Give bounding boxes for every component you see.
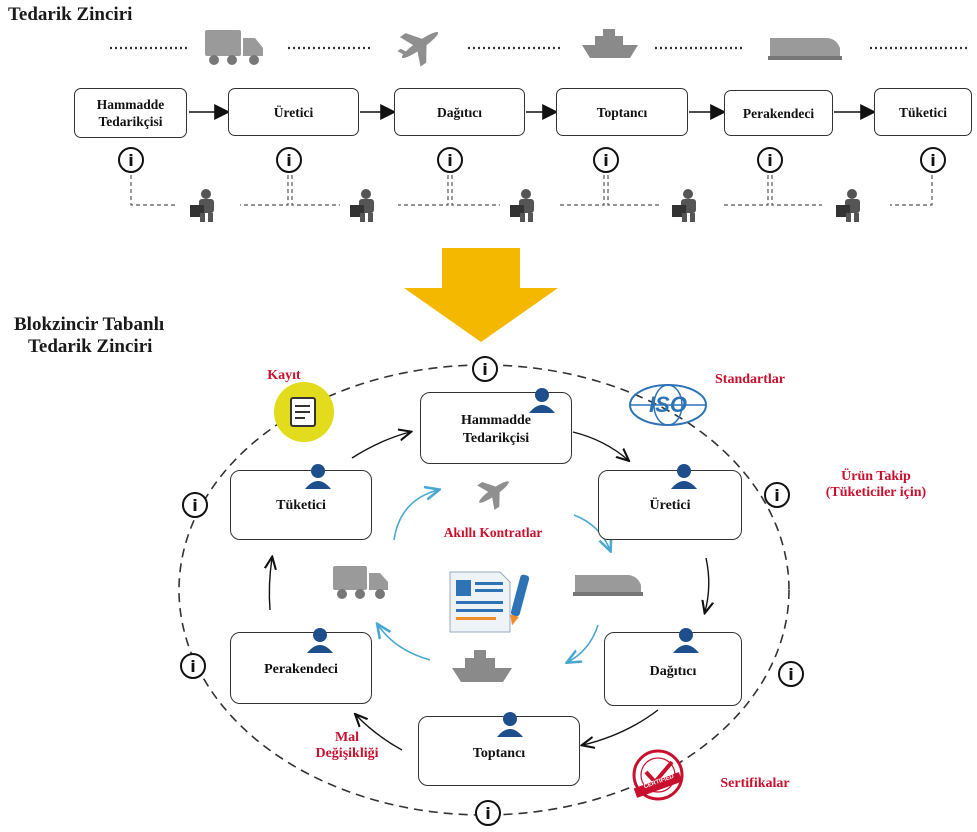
top-node-perakendeci: Perakendeci — [724, 90, 833, 136]
center-truck-icon — [333, 566, 388, 599]
node-label: Toptancı — [472, 746, 526, 761]
top-node-tuketici: Tüketici — [874, 88, 972, 136]
info-icon[interactable]: i — [475, 800, 501, 826]
center-train-icon — [573, 575, 643, 596]
node-dagitici: Dağıtıcı — [604, 628, 742, 706]
info-icon[interactable]: i — [920, 147, 946, 173]
user-icon — [671, 464, 697, 489]
info-icon[interactable]: i — [182, 492, 208, 518]
top-title: Tedarik Zinciri — [8, 4, 133, 25]
ship-icon — [582, 29, 638, 58]
transition-arrow — [404, 248, 558, 342]
blockchain-ring — [178, 364, 790, 816]
info-icon[interactable]: i — [118, 147, 144, 173]
center-airplane-icon — [477, 481, 509, 511]
bottom-title-line2: Tedarik Zinciri — [28, 336, 153, 357]
mal-line2: Değişikliği — [315, 746, 379, 761]
mal-line1: Mal — [334, 730, 360, 745]
warehouse-worker-icons — [190, 189, 860, 222]
airplane-icon — [397, 31, 439, 67]
urun-takip-line2: (Tüketiciler için) — [825, 485, 927, 500]
node-label: Perakendeci — [264, 662, 338, 677]
node-uretici: Üretici — [598, 464, 742, 540]
info-icon[interactable]: i — [757, 147, 783, 173]
node-tuketici: Tüketici — [230, 464, 372, 540]
urun-takip-label: Ürün Takip (Tüketiciler için) — [796, 469, 956, 501]
node-label: Hammadde Tedarikçisi — [461, 413, 531, 446]
center-ship-icon — [452, 650, 512, 682]
registry-icon — [274, 382, 334, 442]
standartlar-label: Standartlar — [715, 372, 785, 387]
certified-stamp-icon — [632, 749, 684, 801]
iso-icon — [629, 384, 707, 426]
user-icon — [307, 628, 333, 653]
user-icon — [673, 628, 699, 653]
kayit-label: Kayıt — [267, 368, 301, 383]
node-label: Üretici — [649, 498, 691, 513]
smart-contract-icon — [449, 571, 530, 633]
node-hammadde: Hammadde Tedarikçisi — [420, 388, 572, 464]
info-icon[interactable]: i — [778, 661, 804, 687]
bottom-dashed-connectors — [130, 175, 933, 206]
cycle-arrows — [269, 432, 708, 751]
smart-contract-cycle — [378, 490, 610, 662]
info-icon[interactable]: i — [764, 482, 790, 508]
train-icon — [768, 38, 842, 60]
bottom-title-line1: Blokzincir Tabanlı — [14, 314, 165, 335]
smart-contracts-label: Akıllı Kontratlar — [443, 525, 543, 540]
user-icon — [497, 712, 523, 737]
top-node-hammadde: Hammadde Tedarikçisi — [74, 88, 187, 138]
iso-text: ISO — [649, 392, 687, 417]
urun-takip-line1: Ürün Takip — [841, 469, 911, 484]
node-label: Dağıtıcı — [649, 664, 697, 679]
truck-icon — [205, 30, 263, 65]
info-icon[interactable]: i — [180, 653, 206, 679]
user-icon — [529, 388, 555, 413]
top-node-dagitici: Dağıtıcı — [394, 88, 525, 136]
mal-degisikligi-label: Mal Değişikliği — [302, 730, 392, 762]
info-icon[interactable]: i — [276, 147, 302, 173]
info-icon[interactable]: i — [472, 356, 498, 382]
node-toptanci: Toptancı — [418, 712, 580, 786]
node-perakendeci: Perakendeci — [230, 628, 372, 704]
sertifikalar-label: Sertifikalar — [720, 776, 790, 791]
info-icon[interactable]: i — [437, 147, 463, 173]
node-label: Tüketici — [276, 498, 326, 513]
top-node-uretici: Üretici — [228, 88, 359, 136]
info-icon[interactable]: i — [593, 147, 619, 173]
top-node-toptanci: Toptancı — [556, 88, 688, 136]
user-icon — [305, 464, 331, 489]
